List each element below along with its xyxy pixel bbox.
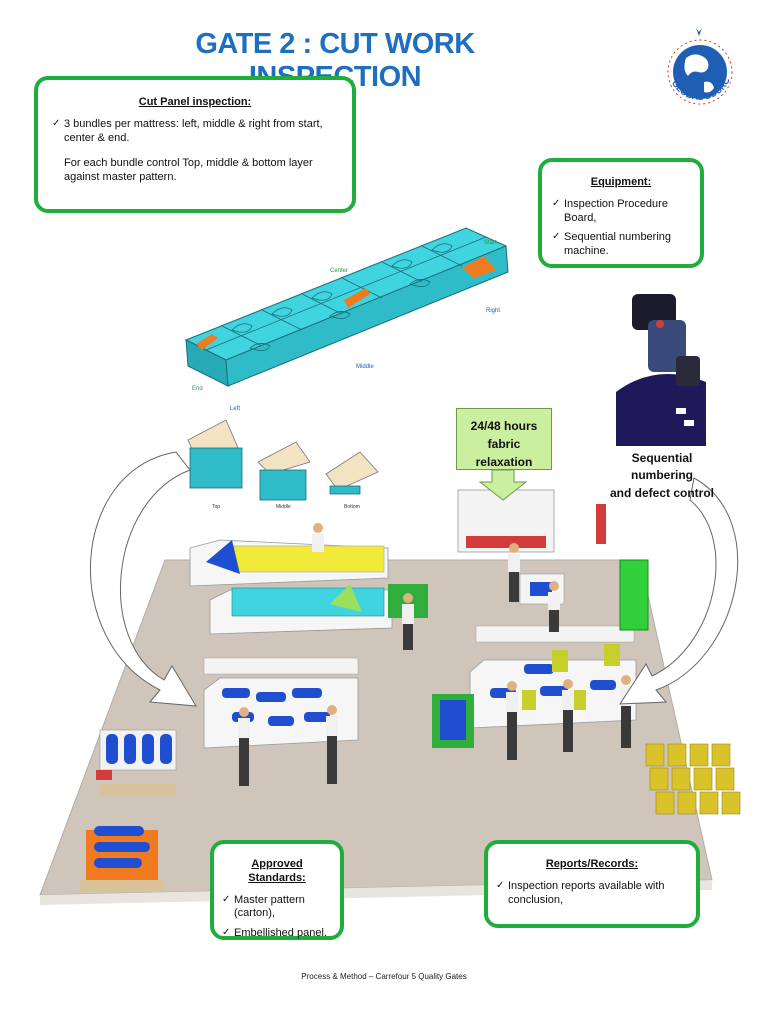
relaxation-line-1: 24/48 hours fabric: [470, 419, 538, 451]
equipment-item: Sequential numbering machine.: [552, 231, 690, 259]
mattress-diagram: Start Center End Left Middle Right: [184, 227, 509, 412]
sequential-numbering-label: Sequential numbering and defect control: [606, 450, 718, 502]
approved-standards-item: Master pattern (carton),: [222, 894, 332, 922]
curved-arrow-right: [619, 477, 739, 705]
approved-standards-item: Embellished panel.: [222, 927, 332, 941]
finished-bundles: [645, 743, 741, 815]
sequential-line-1: Sequential numbering: [631, 451, 693, 483]
reports-item: Inspection reports available with conclu…: [496, 880, 688, 908]
equipment-box: Equipment: Inspection Procedure Board, S…: [538, 158, 704, 268]
equipment-heading: Equipment:: [590, 176, 652, 188]
numbering-machine-image: [616, 288, 706, 446]
equipment-item: Inspection Procedure Board,: [552, 198, 690, 226]
label-end: End: [192, 386, 203, 392]
cut-panel-item-2: For each bundle control Top, middle & bo…: [64, 157, 313, 183]
label-center: Center: [330, 268, 348, 274]
workers: [238, 523, 632, 786]
label-right: Right: [486, 308, 500, 314]
label-start: Start: [484, 240, 497, 246]
cut-panel-racks: [80, 729, 177, 892]
label-left: Left: [230, 406, 240, 412]
bundle-highlight: [462, 256, 496, 278]
relaxation-arrow: [478, 469, 528, 501]
bundle-highlight: [196, 334, 218, 350]
reports-heading: Reports/Records:: [545, 858, 639, 870]
spreading-tables: [189, 539, 428, 635]
relaxation-rack: [457, 489, 606, 605]
cut-panel-inspection-box: Cut Panel inspection: 3 bundles per matt…: [34, 76, 356, 213]
fabric-relaxation-label: 24/48 hours fabric relaxation: [456, 408, 552, 470]
label-middle: Middle: [356, 364, 374, 370]
label-top: Top: [212, 504, 220, 510]
label-layer-middle: Middle: [276, 504, 291, 510]
relaxation-line-2: relaxation: [475, 455, 533, 469]
sequential-line-2: and defect control: [609, 485, 714, 500]
cut-panel-heading: Cut Panel inspection:: [138, 96, 252, 108]
global-sourcing-logo: GLOBAL SOURCING: [660, 24, 733, 105]
bundle-highlight: [344, 288, 370, 308]
approved-standards-heading: Approved Standards:: [248, 858, 306, 884]
inspection-tables: [203, 625, 637, 749]
footer-caption: Process & Method – Carrefour 5 Quality G…: [301, 972, 467, 981]
cut-panel-item-1: 3 bundles per mattress: left, middle & r…: [52, 118, 338, 146]
approved-standards-box: Approved Standards: Master pattern (cart…: [210, 840, 344, 940]
exit-door: [619, 559, 649, 631]
label-bottom: Bottom: [344, 504, 360, 510]
reports-records-box: Reports/Records: Inspection reports avai…: [484, 840, 700, 928]
layer-bundles: Top Middle Bottom: [187, 419, 379, 510]
curved-arrow-left: [90, 451, 197, 707]
